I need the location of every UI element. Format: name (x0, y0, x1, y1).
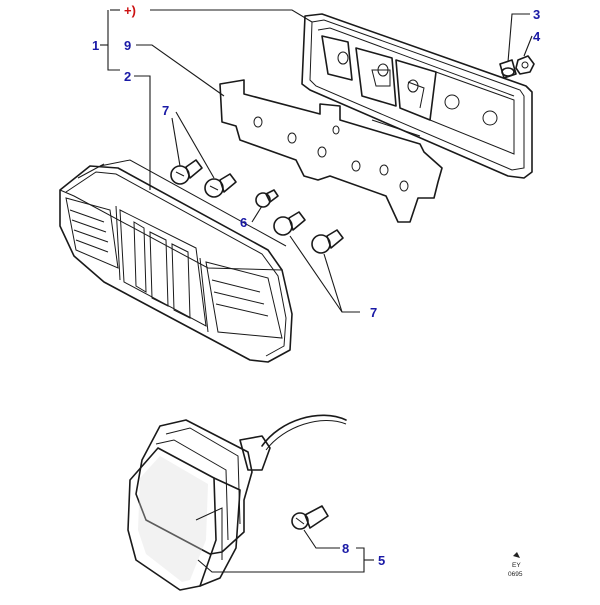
callout-8: 8 (342, 541, 349, 556)
callout-7-upper: 7 (162, 103, 169, 118)
bulb (204, 173, 237, 198)
callout-3: 3 (533, 7, 540, 22)
lamp-housing (301, 13, 533, 179)
callout-5: 5 (378, 553, 385, 568)
gasket (219, 79, 443, 223)
callout-7-lower: 7 (370, 305, 377, 320)
callout-plus: +) (124, 3, 136, 18)
callout-4: 4 (533, 29, 541, 44)
logo-icon (513, 552, 520, 558)
bulb (170, 159, 203, 185)
drawing-code-line2: 0695 (508, 571, 523, 578)
bulb-group-lower (273, 211, 344, 254)
callout-9: 9 (124, 38, 131, 53)
small-bulb (255, 189, 279, 208)
callout-1: 1 (92, 38, 99, 53)
bulb-group-upper (170, 159, 237, 198)
festoon-bulb (291, 505, 329, 530)
rear-lamp-lens (59, 159, 293, 363)
side-lamp-assembly (127, 414, 347, 591)
bulb (311, 229, 344, 254)
callout-2: 2 (124, 69, 131, 84)
screw (499, 59, 517, 79)
nut (515, 55, 535, 75)
leader-lines (100, 9, 533, 573)
callout-6: 6 (240, 215, 247, 230)
drawing-code-line1: EY (512, 562, 521, 569)
bulb (273, 211, 306, 236)
drawing-code: EY 0695 (508, 552, 523, 578)
